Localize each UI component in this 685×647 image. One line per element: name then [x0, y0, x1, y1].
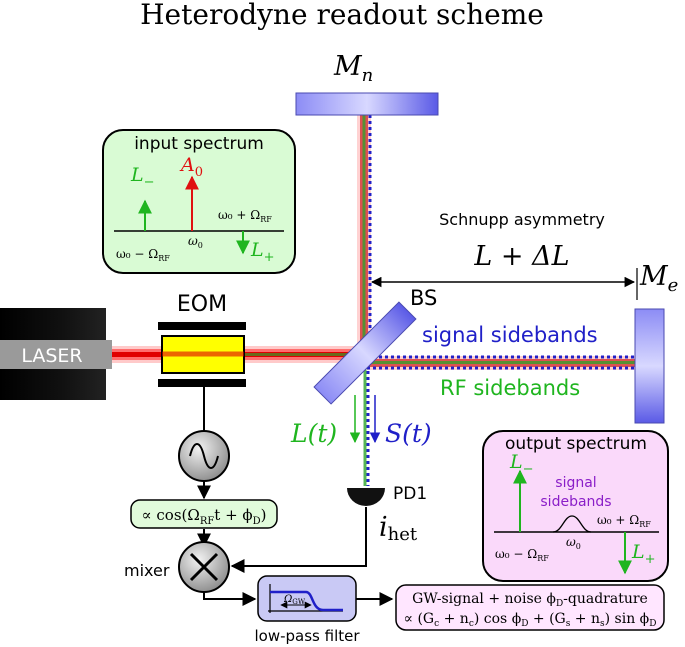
output-signal-label-1: signal: [555, 475, 596, 491]
multiply-icon: [189, 552, 219, 582]
signal-field-label: S(t): [385, 419, 432, 448]
output-equation-box: [395, 584, 665, 631]
filter-label: low-pass filter: [254, 627, 360, 645]
output-upper-sideband-label: L+: [631, 541, 656, 567]
beamsplitter-label: BS: [410, 286, 437, 310]
input-spectrum-panel: input spectrum L− A0 L+ ω0 ω₀ − ΩRF ω₀ +…: [102, 129, 296, 274]
laser-label: LASER: [21, 345, 82, 367]
input-freq-lower: ω₀ − ΩRF: [116, 247, 170, 263]
input-spectrum-title: input spectrum: [134, 134, 264, 154]
eom-label: EOM: [177, 292, 227, 317]
output-freq-lower: ω₀ − ΩRF: [495, 547, 549, 563]
mirror-north: [295, 92, 439, 116]
output-equation-line1: GW-signal + noise ϕD-quadrature: [412, 591, 648, 609]
input-carrier-label: A0: [179, 154, 203, 180]
output-lower-sideband-label: L−: [509, 451, 534, 477]
output-spectrum-title: output spectrum: [505, 434, 647, 454]
input-upper-sideband-label: L+: [250, 239, 275, 265]
output-signal-label-2: sidebands: [540, 494, 611, 510]
local-oscillator-label: L(t): [290, 419, 337, 448]
output-equation-line2: ∝ (Gc + nc) cos ϕD + (Gs + ns) sin ϕD: [404, 611, 657, 629]
filter-response-icon: [268, 584, 343, 613]
heterodyne-current-label: ihet: [379, 512, 418, 545]
beam-detection-port: [363, 365, 370, 486]
input-lower-sideband-label: L−: [130, 164, 155, 190]
output-signal-sidebands-curve: [552, 515, 592, 533]
diagram-title: Heterodyne readout scheme: [140, 0, 544, 31]
modulation-formula: ∝ cos(ΩRFt + ϕD): [141, 506, 266, 527]
input-freq-center: ω0: [188, 234, 203, 250]
photodiode: [347, 488, 385, 506]
schnupp-formula: L + ΔL: [473, 241, 569, 272]
beamsplitter: [313, 301, 417, 405]
filter-cutoff-label: ΩGW: [283, 594, 306, 606]
output-freq-center: ω0: [566, 535, 581, 551]
schnupp-caption: Schnupp asymmetry: [439, 210, 605, 229]
low-pass-filter: [257, 575, 357, 622]
modulation-box: [130, 499, 278, 529]
laser-label-plate: [0, 340, 112, 369]
output-spectrum-panel: output spectrum L− signal sidebands L+ ω…: [482, 430, 669, 582]
mirror-north-label: Mn: [333, 51, 373, 86]
mirror-east-label: Me: [639, 261, 678, 296]
mixer-label: mixer: [124, 561, 170, 580]
signal-sidebands-label: signal sidebands: [422, 323, 598, 347]
beam-north-arm: [357, 115, 372, 365]
photodiode-label: PD1: [393, 484, 427, 504]
eom-bottom-plate: [158, 379, 246, 387]
heterodyne-current-subscript: het: [388, 524, 418, 545]
output-freq-upper: ω₀ + ΩRF: [597, 513, 651, 529]
sine-wave-icon: [189, 443, 219, 469]
rf-sidebands-label: RF sidebands: [440, 376, 580, 400]
beam-east-arm: [367, 355, 635, 370]
mirror-east-subscript: e: [668, 275, 679, 296]
mirror-north-subscript: n: [362, 65, 374, 86]
eom-top-plate: [158, 322, 246, 330]
mirror-east: [634, 308, 665, 424]
input-freq-upper: ω₀ + ΩRF: [218, 208, 272, 224]
